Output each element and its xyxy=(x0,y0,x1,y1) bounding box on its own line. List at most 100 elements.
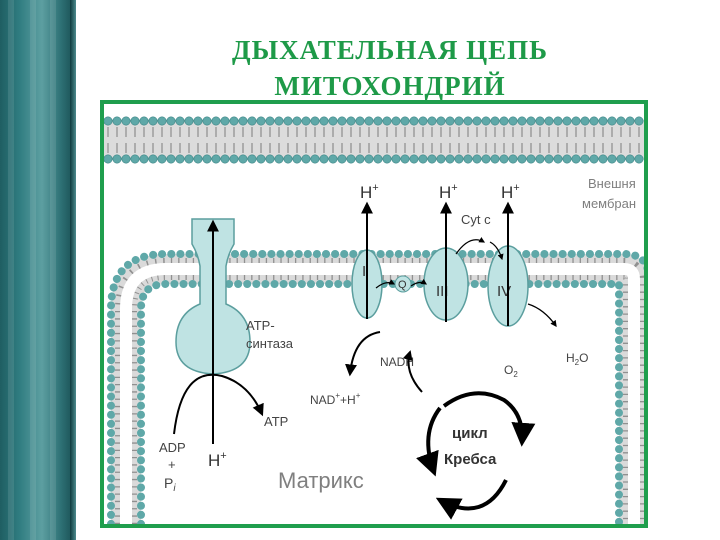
lipid-head xyxy=(463,154,473,164)
side-panel-stripe xyxy=(8,0,14,540)
lipid-head xyxy=(517,116,527,126)
lipid-head xyxy=(328,116,338,126)
lipid-head xyxy=(481,116,491,126)
lipid-head xyxy=(391,154,401,164)
lipid-head xyxy=(436,116,446,126)
krebs-cycle-arrow-top xyxy=(442,391,536,447)
lipid-head xyxy=(391,116,401,126)
lipid-head xyxy=(220,116,230,126)
lipid-head xyxy=(625,154,635,164)
lipid-head xyxy=(454,154,464,164)
lipid-head xyxy=(130,154,140,164)
krebs-label-1: цикл xyxy=(452,425,488,442)
inner-membrane-heads-outer xyxy=(107,250,644,524)
krebs-label-2: Кребса xyxy=(444,451,497,468)
lipid-head xyxy=(544,154,554,164)
lipid-head xyxy=(481,154,491,164)
lipid-head xyxy=(121,154,131,164)
lipid-head xyxy=(472,154,482,164)
slide-title: ДЫХАТЕЛЬНАЯ ЦЕПЬ МИТОХОНДРИЙ xyxy=(100,32,680,104)
lipid-head xyxy=(535,154,545,164)
lipid-head xyxy=(283,154,293,164)
lipid-head xyxy=(418,154,428,164)
adp-plus-label: + xyxy=(168,457,176,472)
krebs-to-nadh-arrow xyxy=(402,350,423,393)
lipid-head xyxy=(355,116,365,126)
lipid-head xyxy=(373,154,383,164)
lipid-head xyxy=(247,116,257,126)
lipid-head xyxy=(310,116,320,126)
matrix-proton-label: H+ xyxy=(208,450,227,470)
lipid-head xyxy=(499,116,509,126)
oxygen-label: O2 xyxy=(504,363,518,379)
lipid-head xyxy=(427,154,437,164)
lipid-head xyxy=(571,116,581,126)
krebs-cycle-arrow-bottom xyxy=(435,479,508,520)
lipid-head xyxy=(292,154,302,164)
lipid-head xyxy=(571,154,581,164)
inner-membrane xyxy=(107,250,644,524)
lipid-head xyxy=(535,116,545,126)
lipid-head xyxy=(616,154,626,164)
lipid-head xyxy=(202,116,212,126)
krebs-cycle xyxy=(402,350,536,520)
lipid-head xyxy=(508,116,518,126)
lipid-head xyxy=(364,154,374,164)
lipid-head xyxy=(238,154,248,164)
proton-label-complex-4: H+ xyxy=(501,182,520,202)
complex-1-label: I xyxy=(362,263,366,280)
nad-label: NAD++H+ xyxy=(310,391,361,407)
lipid-head xyxy=(130,116,140,126)
krebs-cycle-arrow-left xyxy=(416,406,442,477)
lipid-head xyxy=(544,116,554,126)
lipid-head xyxy=(193,154,203,164)
respiratory-chain-diagram: Внешня мембран ATP- синтаза ATP ADP + Pi… xyxy=(104,116,644,524)
lipid-head xyxy=(184,116,194,126)
nadh-oxidation-arrow xyxy=(345,331,381,377)
phosphate-label: Pi xyxy=(164,475,176,494)
lipid-head xyxy=(418,116,428,126)
lipid-head xyxy=(553,154,563,164)
lipid-head xyxy=(104,154,113,164)
lipid-head xyxy=(112,154,122,164)
oxygen-reduction-arrow xyxy=(527,303,557,328)
lipid-head xyxy=(373,116,383,126)
lipid-head xyxy=(292,116,302,126)
lipid-head xyxy=(472,116,482,126)
lipid-head xyxy=(562,154,572,164)
lipid-head xyxy=(607,154,617,164)
atp-synthase-label-1: ATP- xyxy=(246,318,275,333)
lipid-head xyxy=(490,116,500,126)
lipid-head xyxy=(589,154,599,164)
lipid-head xyxy=(409,116,419,126)
outer-membrane-label-1: Внешня xyxy=(588,176,636,191)
lipid-head xyxy=(274,116,284,126)
complex-4-label: IV xyxy=(497,283,511,300)
lipid-head xyxy=(256,116,266,126)
lipid-head xyxy=(211,154,221,164)
lipid-head xyxy=(454,116,464,126)
lipid-head xyxy=(175,116,185,126)
lipid-head xyxy=(112,116,122,126)
lipid-head xyxy=(175,154,185,164)
electron-arrow-3-cytc xyxy=(455,237,486,255)
lipid-head xyxy=(382,154,392,164)
slide-title-line-2: МИТОХОНДРИЙ xyxy=(274,71,506,101)
lipid-head xyxy=(301,154,311,164)
lipid-head xyxy=(499,154,509,164)
proton-label-complex-1: H+ xyxy=(360,182,379,202)
lipid-head xyxy=(265,154,275,164)
lipid-head xyxy=(283,116,293,126)
lipid-head xyxy=(598,154,608,164)
lipid-head xyxy=(337,116,347,126)
lipid-head xyxy=(436,154,446,164)
lipid-head xyxy=(166,154,176,164)
lipid-head xyxy=(346,154,356,164)
lipid-head xyxy=(265,116,275,126)
lipid-head xyxy=(166,116,176,126)
lipid-head xyxy=(319,154,329,164)
lipid-head xyxy=(193,116,203,126)
lipid-head xyxy=(409,154,419,164)
matrix-label: Матрикс xyxy=(278,468,364,493)
lipid-head xyxy=(202,154,212,164)
